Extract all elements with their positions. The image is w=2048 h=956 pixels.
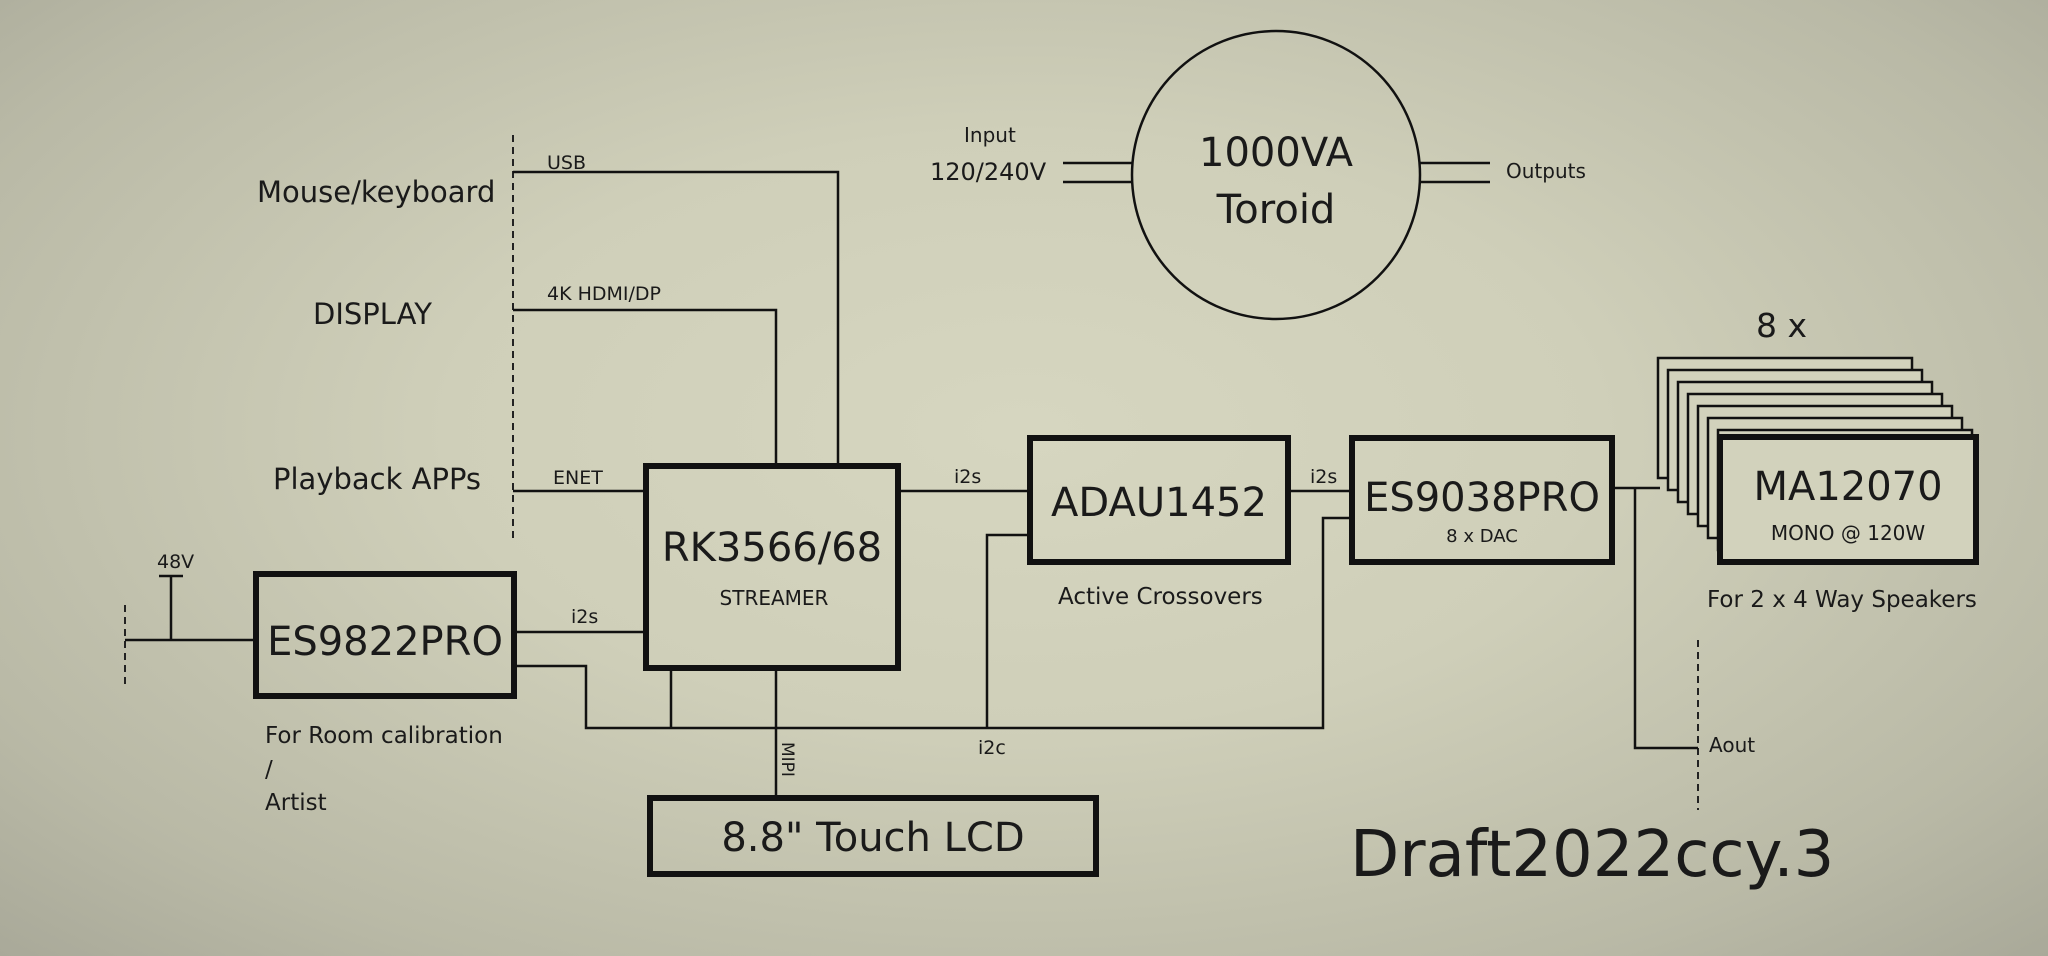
- usb-label: USB: [547, 152, 586, 174]
- draft-label: Draft2022ccy.3: [1350, 818, 1834, 892]
- speakers-label: For 2 x 4 Way Speakers: [1707, 587, 1977, 613]
- amp-subtitle: MONO @ 120W: [1771, 521, 1926, 545]
- dac-block: [1349, 435, 1615, 565]
- display-label: DISPLAY: [313, 297, 432, 331]
- dsp-title: ADAU1452: [1051, 480, 1267, 526]
- playback-apps-label: Playback APPs: [273, 462, 481, 496]
- toroid-circle: [1130, 29, 1422, 321]
- i2s-dsp-label: i2s: [1310, 466, 1337, 488]
- dac-subtitle: 8 x DAC: [1446, 526, 1518, 547]
- i2s-streamer-label: i2s: [954, 466, 981, 488]
- streamer-title: RK3566/68: [662, 525, 882, 571]
- adc-title: ES9822PRO: [267, 619, 503, 665]
- dsp-block: [1027, 435, 1291, 565]
- artist-label: Artist: [265, 790, 327, 816]
- usb-line: [513, 170, 840, 466]
- aout-line: [1633, 488, 1698, 750]
- amp-block: [1717, 434, 1979, 565]
- input-label: Input: [964, 123, 1016, 147]
- toroid-line1: 1000VA: [1199, 130, 1354, 176]
- active-crossovers-label: Active Crossovers: [1058, 584, 1263, 610]
- streamer-block: [643, 463, 901, 671]
- i2c-dsp-tap: [985, 533, 1030, 728]
- streamer-subtitle: STREAMER: [720, 586, 829, 610]
- adc-block: [253, 571, 517, 699]
- dac-title: ES9038PRO: [1364, 475, 1600, 521]
- aout-label: Aout: [1709, 733, 1755, 757]
- mipi-label: MIPI: [777, 742, 797, 777]
- toroid-line2: Toroid: [1216, 187, 1336, 233]
- v48-label: 48V: [157, 551, 194, 573]
- lcd-block: [647, 795, 1099, 877]
- i2c-bus: [515, 516, 1352, 730]
- room-calibration-slash: /: [265, 757, 273, 783]
- outputs-label: Outputs: [1506, 159, 1586, 183]
- i2c-label: i2c: [978, 737, 1006, 759]
- mouse-keyboard-label: Mouse/keyboard: [257, 175, 495, 209]
- input-voltage-label: 120/240V: [930, 158, 1047, 186]
- hdmi-line: [513, 308, 778, 466]
- enet-label: ENET: [553, 467, 603, 489]
- i2s-adc-label: i2s: [571, 606, 598, 628]
- hdmi-label: 4K HDMI/DP: [547, 283, 661, 305]
- room-calibration-label: For Room calibration: [265, 723, 503, 749]
- times8-label: 8 x: [1756, 306, 1807, 345]
- amp-title: MA12070: [1753, 464, 1942, 510]
- lcd-title: 8.8" Touch LCD: [721, 815, 1024, 861]
